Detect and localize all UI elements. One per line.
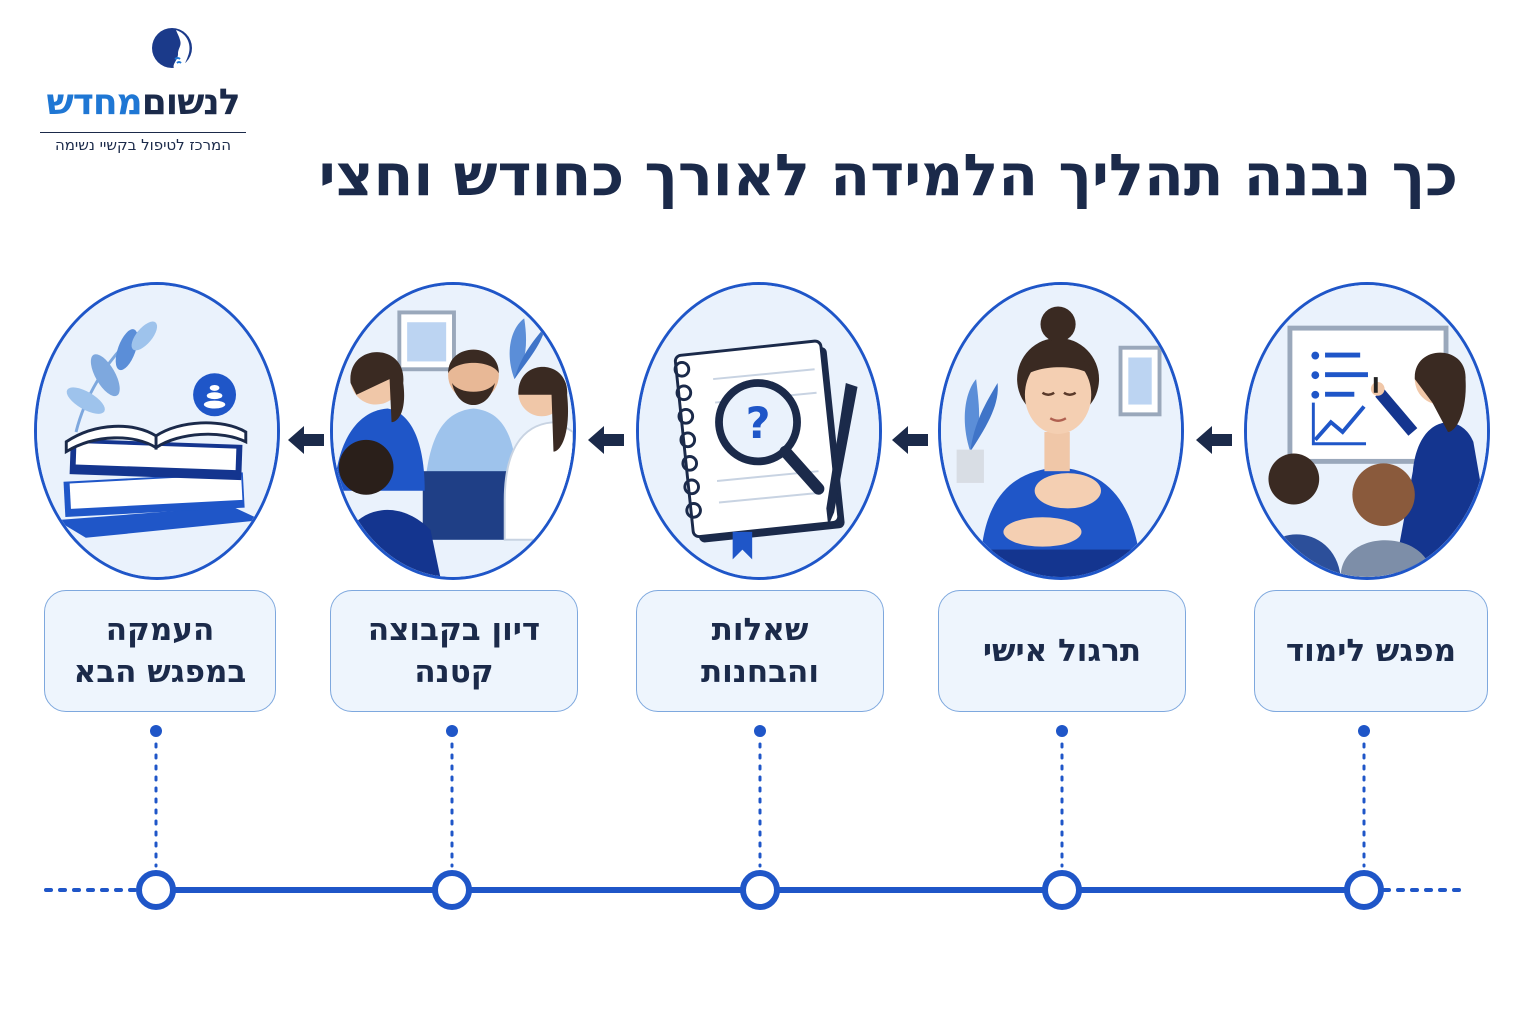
step-label-text: העמקה במפגש הבא: [73, 612, 247, 690]
step-label: תרגול אישי: [938, 590, 1186, 712]
face-profile-logo-icon: [152, 28, 192, 68]
arrow-left-icon: [1196, 426, 1232, 454]
step-label: מפגש לימוד: [1254, 590, 1488, 712]
timeline-top-dot: [1056, 725, 1068, 737]
timeline-node: [432, 870, 472, 910]
arrow-left-icon: [288, 426, 324, 454]
step-label-text: דיון בקבוצה קטנה: [367, 612, 541, 690]
page-title: כך נבנה תהליך הלמידה לאורך כחודש וחצי: [318, 141, 1458, 209]
timeline-top-dot: [446, 725, 458, 737]
logo-divider: [40, 132, 246, 133]
arrow-left-icon: [588, 426, 624, 454]
step-label-text: תרגול אישי: [982, 633, 1142, 669]
teaching-whiteboard-illustration: [1244, 282, 1490, 580]
logo-name: לנשוםמחדש: [36, 82, 250, 124]
svg-text:?: ?: [746, 399, 771, 449]
timeline-top-dot: [754, 725, 766, 737]
arrow-left-icon: [892, 426, 928, 454]
logo-name-part1: לנשום: [141, 82, 241, 123]
step-label: שאלות והבחנות: [636, 590, 884, 712]
breathing-practice-illustration: [938, 282, 1184, 580]
timeline-node: [136, 870, 176, 910]
logo-tagline: המרכז לטיפול בקשיי נשימה: [54, 136, 232, 154]
timeline-node: [1042, 870, 1082, 910]
step-label-text: שאלות והבחנות: [700, 612, 819, 690]
logo[interactable]: לנשוםמחדש המרכז לטיפול בקשיי נשימה: [36, 24, 250, 154]
timeline-connectors: [154, 742, 1366, 868]
timeline: [44, 725, 1462, 910]
notebook-magnifier-illustration: ?: [636, 282, 882, 580]
timeline-node: [740, 870, 780, 910]
logo-name-part2: מחדש: [46, 82, 142, 123]
timeline-top-dot: [1358, 725, 1370, 737]
timeline-node: [1344, 870, 1384, 910]
books-stack-illustration: [34, 282, 280, 580]
group-discussion-illustration: [330, 282, 576, 580]
step-label: דיון בקבוצה קטנה: [330, 590, 578, 712]
timeline-top-dot: [150, 725, 162, 737]
step-label-text: מפגש לימוד: [1285, 633, 1457, 669]
step-label: העמקה במפגש הבא: [44, 590, 276, 712]
